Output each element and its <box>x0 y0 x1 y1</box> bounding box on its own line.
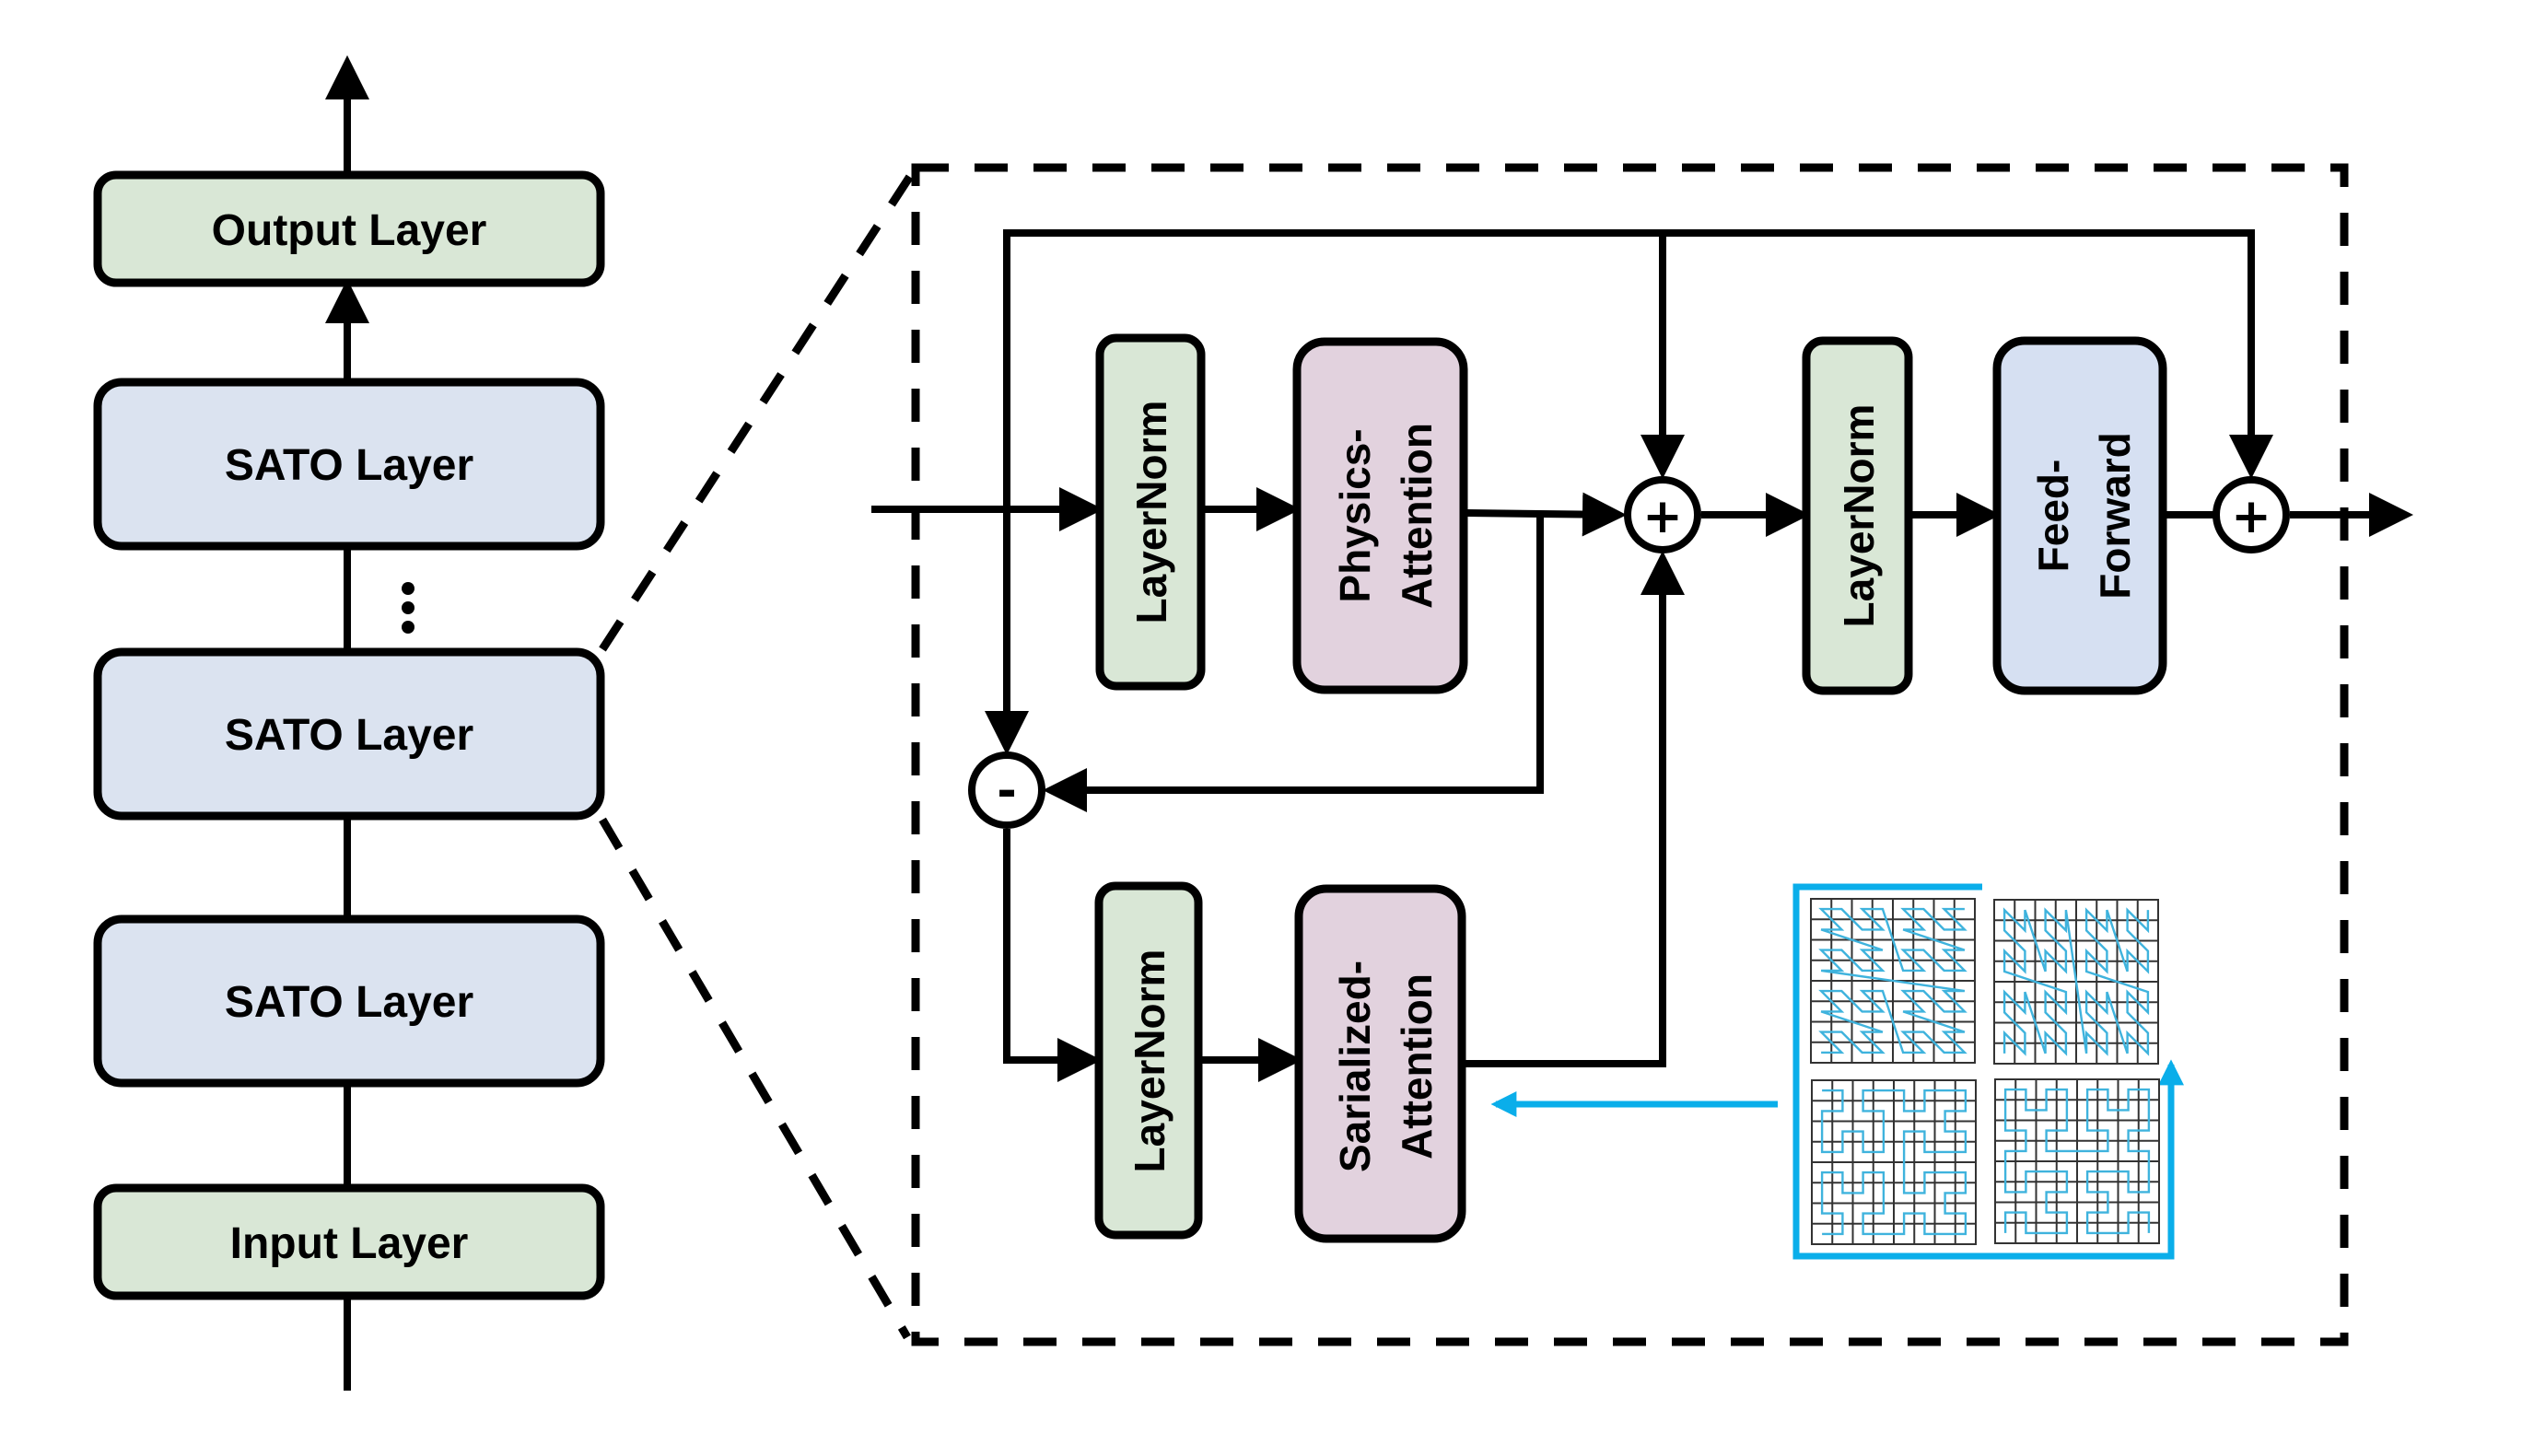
output-layer-box <box>93 170 605 287</box>
sato-layer-label: SATO Layer <box>225 711 473 760</box>
sato-layer-detail-frame <box>911 163 2349 1346</box>
plus-icon: + <box>2231 489 2271 544</box>
layer-stack: Input Layer SATO Layer SATO Layer SATO L… <box>93 55 605 1391</box>
transposed-hilbert-grid <box>1994 1078 2160 1244</box>
physics-attention-label-line-2: Attention <box>1393 423 1441 609</box>
zoom-connector-top <box>599 165 919 652</box>
physics-attention-label-line-1: Physics- <box>1331 428 1379 602</box>
plus-operator-2: + <box>2213 476 2290 553</box>
z-order-grid <box>1810 898 1976 1064</box>
layernorm-2-box <box>1802 336 1913 695</box>
layernorm-2-label: LayerNorm <box>1835 404 1883 628</box>
physics-attention-to-minus <box>1043 513 1544 812</box>
output-layer-label: Output Layer <box>212 206 487 255</box>
feed-forward-label-line-1: Feed- <box>2029 460 2077 573</box>
sato-layer-box-bottom <box>93 914 605 1088</box>
sato-layer-box-middle <box>93 647 605 821</box>
input-layer-box <box>93 1183 605 1300</box>
ellipsis-dots <box>402 582 414 634</box>
serialized-attention-label-line-1: Sarialized- <box>1331 961 1379 1172</box>
sato-layer-label: SATO Layer <box>225 441 473 490</box>
feed-forward-label-line-2: Forward <box>2091 432 2139 599</box>
minus-operator: - <box>968 751 1045 829</box>
minus-to-layernorm-3 <box>1003 829 1102 1082</box>
serialized-attention-label-line-2: Attention <box>1393 973 1441 1159</box>
feed-forward-box <box>1992 336 2167 695</box>
serialized-attention-box <box>1294 884 1466 1243</box>
serialization-patterns-panel <box>1490 883 2184 1260</box>
transposed-hilbert-curve <box>2003 1088 2151 1235</box>
transposed-z-order-curve <box>2002 907 2150 1056</box>
z-order-curve <box>1818 907 1967 1054</box>
cyan-bracket-arrow <box>1792 883 2184 1260</box>
hilbert-curve <box>1820 1089 1967 1236</box>
transposed-z-order-grid <box>1993 899 2159 1065</box>
residual-bus-to-plus-2 <box>1003 229 2273 509</box>
zoom-connector-bottom <box>599 817 911 1340</box>
sato-layer-label: SATO Layer <box>225 978 473 1027</box>
plus-icon: + <box>1642 489 1683 544</box>
minus-icon: - <box>997 763 1017 819</box>
layernorm-1-label: LayerNorm <box>1127 401 1175 624</box>
layernorm-3-box <box>1094 881 1203 1240</box>
detail-wires <box>871 229 2413 1082</box>
sato-layer-box-top <box>93 378 605 551</box>
input-layer-label: Input Layer <box>230 1219 469 1268</box>
layernorm-3-label: LayerNorm <box>1126 949 1173 1173</box>
serialized-attention-to-plus-1 <box>1465 551 1685 1067</box>
layernorm-1-box <box>1095 333 1206 691</box>
physics-attention-box <box>1292 337 1468 694</box>
plus-operator-1: + <box>1624 476 1701 553</box>
hilbert-grid <box>1811 1079 1977 1245</box>
